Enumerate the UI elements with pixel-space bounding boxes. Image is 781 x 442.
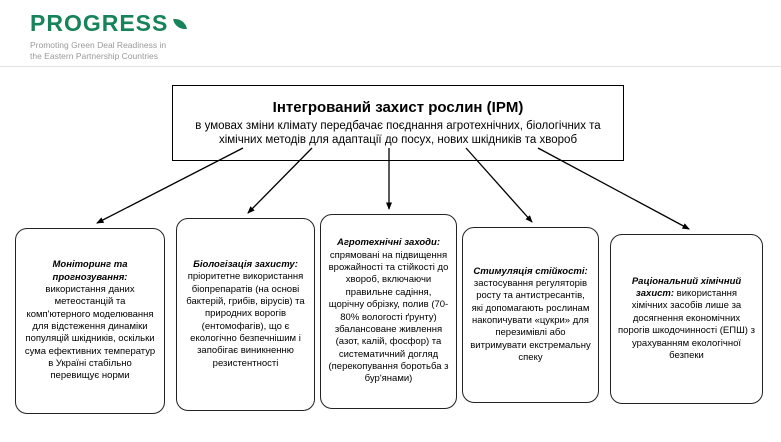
header-divider	[0, 66, 781, 67]
node-stimulation-title: Стимуляція стійкості:	[473, 265, 588, 277]
node-agrotechnical-text: Агротехнічні заходи: спрямовані на підви…	[328, 237, 449, 385]
node-biologization-body: пріоритетне використання біопрепаратів (…	[186, 271, 305, 369]
node-monitoring-text: Моніторинг та прогнозування: використанн…	[23, 259, 157, 382]
node-agrotechnical-body: спрямовані на підвищення врожайності та …	[328, 249, 449, 385]
node-agrotechnical-title: Агротехнічні заходи:	[336, 237, 441, 249]
tagline-line-2: the Eastern Partnership Countries	[30, 51, 159, 62]
main-box-body: в умовах зміни клімату передбачає поєдна…	[195, 119, 601, 146]
leaf-icon	[173, 16, 188, 31]
node-monitoring-title: Моніторинг та прогнозування:	[52, 259, 128, 283]
node-biologization-text: Біологізація захисту: пріоритетне викори…	[184, 259, 307, 370]
main-box-ipm: Інтегрований захист рослин (IPM) в умова…	[172, 85, 624, 161]
node-chemical-title: Раціональний хімічний захист:	[631, 275, 742, 300]
node-chemical: Раціональний хімічний захист: використан…	[610, 234, 763, 404]
tagline-line-1: Promoting Green Deal Readiness in	[30, 40, 167, 50]
node-chemical-body: використання хімічних засобів лише за до…	[618, 288, 755, 361]
node-stimulation: Стимуляція стійкості: застосування регул…	[462, 227, 599, 403]
node-biologization-title: Біологізація захисту:	[193, 258, 298, 270]
node-monitoring-body: використання даних метеостанцій та комп'…	[24, 283, 156, 382]
progress-logo-text: PROGRESS	[30, 10, 169, 36]
node-chemical-text: Раціональний хімічний захист: використан…	[618, 276, 755, 362]
logo-row: PROGRESS	[30, 10, 188, 37]
node-stimulation-text: Стимуляція стійкості: застосування регул…	[470, 266, 591, 365]
node-biologization: Біологізація захисту: пріоритетне викори…	[176, 218, 315, 411]
logo-block: PROGRESS Promoting Green Deal Readiness …	[30, 10, 188, 63]
main-box-title: Інтегрований захист рослин (IPM)	[272, 98, 524, 116]
node-stimulation-body: застосування регуляторів росту та антист…	[470, 277, 591, 364]
node-agrotechnical: Агротехнічні заходи: спрямовані на підви…	[320, 214, 457, 409]
node-monitoring: Моніторинг та прогнозування: використанн…	[15, 228, 165, 414]
logo-tagline: Promoting Green Deal Readiness in the Ea…	[30, 40, 186, 63]
